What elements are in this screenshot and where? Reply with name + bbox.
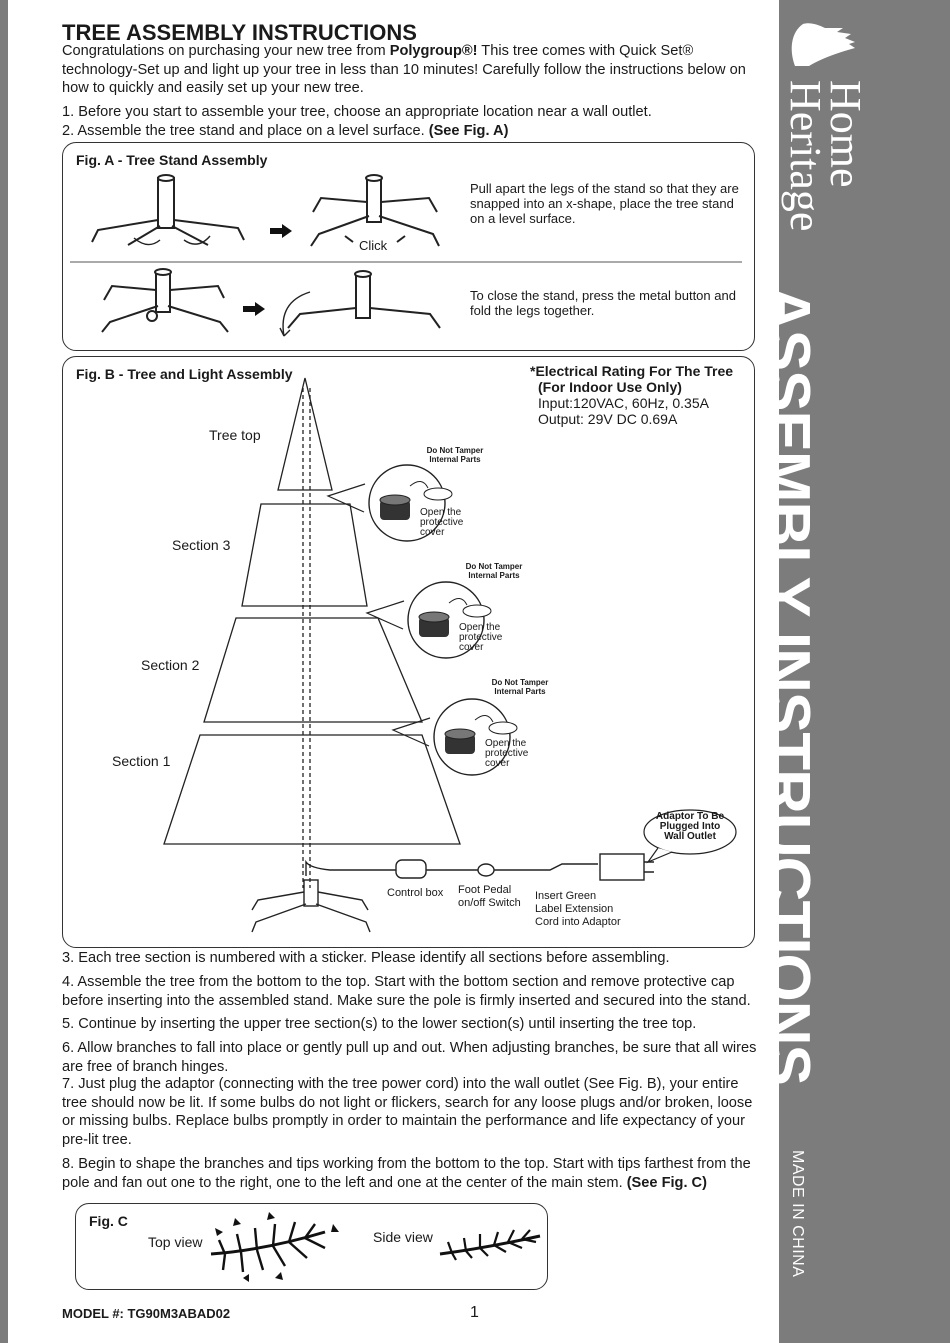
brand-line2: Heritage	[781, 80, 830, 232]
step-7: 7. Just plug the adaptor (connecting wit…	[62, 1076, 753, 1148]
callout-1-warning: Do Not Tamper Internal Parts	[426, 446, 484, 464]
callout-connector-1-icon	[326, 464, 453, 542]
tree-section-2	[203, 617, 423, 723]
electrical-rating: *Electrical Rating For The Tree (For Ind…	[530, 363, 733, 427]
intro-text-pre: Congratulations on purchasing your new t…	[62, 43, 390, 59]
tree-top-label: Tree top	[209, 427, 261, 443]
fig-a-title: Fig. A - Tree Stand Assembly	[76, 152, 268, 168]
top-view-label: Top view	[148, 1234, 203, 1250]
model-number: MODEL #: TG90M3ABAD02	[62, 1306, 231, 1321]
sidebar	[779, 0, 950, 1343]
elec-input: Input:120VAC, 60Hz, 0.35A	[538, 395, 709, 411]
fig-b-title: Fig. B - Tree and Light Assembly	[76, 366, 293, 382]
step-6: 6. Allow branches to fall into place or …	[62, 1040, 757, 1075]
stand-diagram-fold-icon	[279, 270, 441, 337]
sidebar-title: ASSEMBLY INSTRUCTIONS	[753, 286, 822, 1085]
branch-side-view-icon	[439, 1229, 541, 1261]
step-8-text: 8. Begin to shape the branches and tips …	[62, 1156, 751, 1191]
step-2-text: 2. Assemble the tree stand and place on …	[62, 123, 425, 139]
fig-a-close-note: To close the stand, press the metal butt…	[470, 288, 736, 318]
tree-diagram	[163, 377, 461, 888]
step-3: 3. Each tree section is numbered with a …	[62, 950, 670, 966]
fig-c-box	[75, 1203, 548, 1290]
adaptor-speech-bubble-icon	[643, 809, 737, 864]
step-8: 8. Begin to shape the branches and tips …	[62, 1155, 767, 1192]
arrow-right-icon	[270, 224, 292, 238]
fig-a-box	[62, 142, 755, 351]
section-3-label: Section 3	[172, 537, 231, 553]
intro-paragraph: Congratulations on purchasing your new t…	[62, 42, 762, 98]
step-4: 4. Assemble the tree from the bottom to …	[62, 974, 751, 1009]
elec-title: *Electrical Rating For The Tree	[530, 363, 734, 379]
made-in-label: MADE IN CHINA	[789, 1150, 806, 1278]
step-1: 1. Before you start to assemble your tre…	[62, 104, 652, 120]
page-number: 1	[470, 1304, 479, 1321]
elec-subtitle: (For Indoor Use Only)	[538, 379, 682, 395]
fig-c-title: Fig. C	[89, 1213, 128, 1229]
step-2-ref: (See Fig. A)	[428, 123, 509, 139]
insert-green-label: Insert Green Label Extension Cord into A…	[535, 890, 621, 928]
adaptor-label: Adaptor To Be Plugged Into Wall Outlet	[655, 811, 725, 842]
fig-b-box	[62, 356, 755, 948]
callout-connector-3-icon	[391, 698, 518, 776]
step-2: 2. Assemble the tree stand and place on …	[62, 122, 762, 141]
arrow-right-icon-2	[243, 302, 265, 316]
brand-logo: Home Heritage	[781, 80, 870, 232]
control-box-label: Control box	[387, 887, 444, 899]
brand-line1: Home	[821, 80, 870, 188]
foot-pedal-label: Foot Pedal on/off Switch	[458, 884, 521, 909]
callout-2-open: Open the protective cover	[459, 622, 503, 653]
tree-top-section	[277, 377, 333, 491]
step-8-ref: (See Fig. C)	[626, 1174, 707, 1191]
elec-output: Output: 29V DC 0.69A	[538, 411, 678, 427]
side-view-label: Side view	[373, 1229, 433, 1245]
tree-section-3	[241, 503, 368, 607]
power-cord-diagram	[251, 853, 654, 933]
stand-diagram-folded-icon	[91, 174, 245, 246]
intro-brand: Polygroup®!	[389, 43, 478, 59]
callout-connector-2-icon	[365, 581, 492, 659]
page-title: TREE ASSEMBLY INSTRUCTIONS	[62, 20, 417, 45]
callout-1-open: Open the protective cover	[420, 507, 464, 538]
click-label: Click	[359, 238, 388, 253]
step-5: 5. Continue by inserting the upper tree …	[62, 1016, 697, 1032]
callout-3-warning: Do Not Tamper Internal Parts	[491, 678, 549, 696]
pine-tree-logo-icon	[791, 23, 855, 66]
branch-top-view-icon	[210, 1212, 339, 1282]
tree-section-1	[163, 734, 461, 845]
intro-text-post: This tree comes with Quick Set® technolo…	[62, 43, 746, 96]
callout-2-warning: Do Not Tamper Internal Parts	[465, 562, 523, 580]
left-border-strip	[0, 0, 8, 1343]
callout-3-open: Open the protective cover	[485, 738, 529, 769]
section-2-label: Section 2	[141, 657, 200, 673]
stand-diagram-open-icon	[310, 174, 440, 247]
section-1-label: Section 1	[112, 753, 171, 769]
fig-a-open-note: Pull apart the legs of the stand so that…	[470, 181, 739, 226]
stand-diagram-press-icon	[101, 268, 229, 333]
fig-a-divider	[70, 261, 742, 263]
